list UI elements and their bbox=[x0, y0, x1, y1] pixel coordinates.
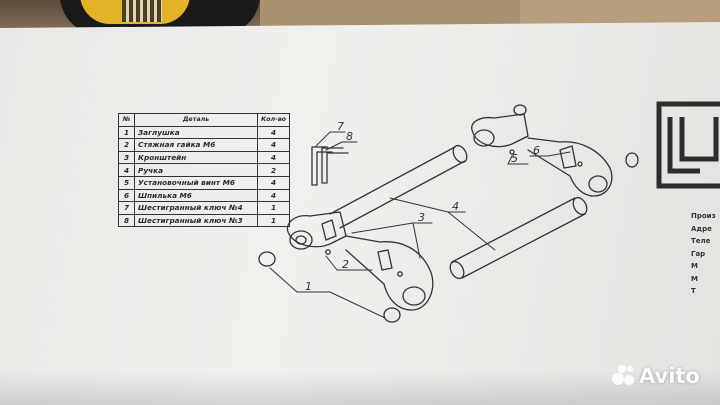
sheet-shadow bbox=[0, 370, 720, 405]
end-cap-icon bbox=[258, 104, 639, 323]
callout-label-5: 5 bbox=[511, 152, 518, 165]
callout-label-7: 7 bbox=[337, 120, 344, 133]
callout-label-8: 8 bbox=[346, 130, 353, 143]
brand-logo-icon bbox=[656, 101, 720, 189]
avito-watermark: Avito bbox=[612, 364, 700, 388]
callout-label-3: 3 bbox=[418, 211, 425, 224]
bracket-icon bbox=[286, 211, 434, 311]
callout-label-1: 1 bbox=[305, 280, 312, 293]
info-line: Гар bbox=[691, 249, 706, 258]
bracket-icon bbox=[471, 113, 613, 197]
info-line: М bbox=[691, 274, 698, 283]
qr-code-sticker bbox=[122, 0, 162, 22]
avito-logo-icon bbox=[612, 365, 636, 387]
callout-label-4: 4 bbox=[452, 200, 459, 213]
callout-leaders bbox=[269, 131, 571, 319]
callout-label-2: 2 bbox=[342, 258, 349, 271]
manufacturer-info: Произ Адре Теле Гар М М Т bbox=[691, 210, 716, 298]
info-line: М bbox=[691, 262, 698, 270]
info-line: Т bbox=[691, 287, 696, 295]
info-line: Теле bbox=[691, 237, 711, 245]
avito-wordmark: Avito bbox=[639, 364, 700, 388]
handle-rod-icon bbox=[329, 144, 588, 280]
row-qty: 1 bbox=[256, 213, 291, 228]
hex-key-icon bbox=[311, 146, 349, 186]
info-line: Адре bbox=[691, 224, 712, 233]
callout-label-6: 6 bbox=[533, 144, 540, 157]
info-line: Произ bbox=[691, 212, 716, 220]
